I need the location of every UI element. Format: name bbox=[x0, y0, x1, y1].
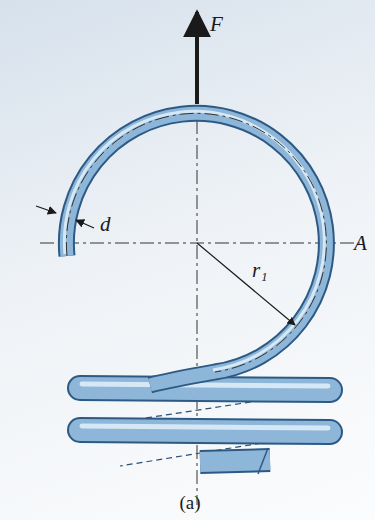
diameter-label: d bbox=[100, 214, 111, 235]
force-arrow bbox=[195, 12, 199, 104]
horizontal-centerline bbox=[40, 243, 360, 244]
dimension-arrow bbox=[76, 220, 94, 228]
radius-leader bbox=[197, 243, 295, 325]
force-label: F bbox=[210, 14, 223, 35]
radius-label: r₁ bbox=[252, 260, 267, 281]
spring-coils bbox=[80, 384, 330, 474]
figure-caption: (a) bbox=[179, 493, 200, 512]
section-label: A bbox=[354, 233, 367, 254]
dimension-arrow bbox=[36, 206, 56, 213]
hook-loop bbox=[64, 111, 326, 385]
vertical-centerline bbox=[197, 120, 198, 505]
